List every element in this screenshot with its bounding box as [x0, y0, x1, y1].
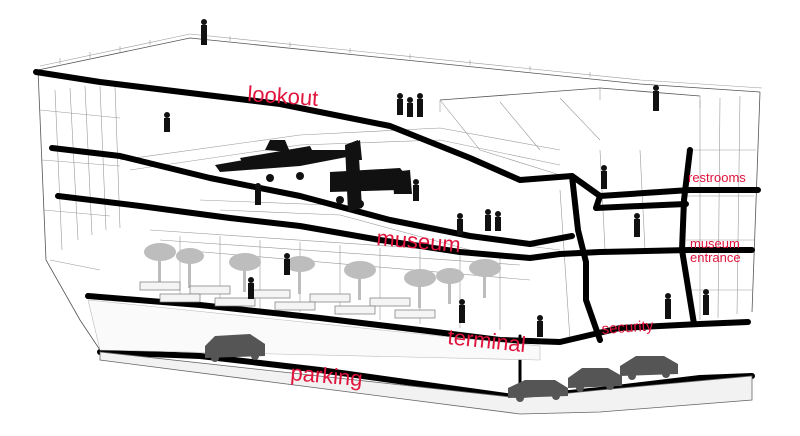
parking-slab: [97, 349, 755, 401]
person-icon: [495, 211, 501, 231]
people: [164, 19, 709, 337]
palm-tree-icon: [176, 248, 204, 288]
palm-tree-icon: [436, 268, 464, 304]
label-security: security: [601, 317, 654, 338]
terminal-slab: [85, 293, 751, 345]
person-icon: [459, 299, 465, 323]
palm-tree-icon: [344, 261, 376, 300]
car-icon: [508, 380, 568, 402]
person-icon: [457, 213, 463, 235]
floor-labels: lookout museum terminal parking restroom…: [247, 81, 747, 391]
security-column-left: [569, 173, 603, 343]
security-column-right: [679, 147, 697, 327]
museum-slab: [55, 193, 755, 261]
label-museum-entrance-line2: entrance: [690, 250, 741, 265]
terminal-floor-zone: [87, 299, 541, 361]
atrium-lines: [119, 97, 646, 341]
person-icon: [417, 93, 423, 117]
palm-trees: [144, 243, 501, 308]
person-icon: [284, 253, 290, 275]
person-icon: [248, 277, 254, 299]
lookout-slab: [49, 145, 575, 247]
roof-slab: [33, 69, 761, 199]
right-facade: [686, 91, 761, 320]
palm-tree-icon: [469, 259, 501, 298]
person-icon: [601, 165, 607, 189]
car-icon: [205, 334, 265, 362]
person-icon: [201, 19, 207, 45]
left-facade: [37, 69, 121, 351]
seating-rows: [139, 281, 436, 319]
palm-tree-icon: [404, 269, 436, 308]
cars: [205, 334, 678, 402]
person-icon: [653, 85, 659, 111]
person-icon: [537, 315, 543, 337]
label-parking: parking: [290, 360, 364, 391]
palm-tree-icon: [144, 243, 176, 285]
person-icon: [397, 93, 403, 115]
car-icon: [620, 356, 678, 380]
person-icon: [703, 289, 709, 315]
monoplane-icon: [330, 140, 412, 212]
person-icon: [164, 112, 170, 132]
person-icon: [255, 183, 261, 205]
person-icon: [413, 179, 419, 201]
label-restrooms: restrooms: [688, 170, 746, 185]
person-icon: [634, 213, 640, 237]
palm-tree-icon: [229, 253, 261, 292]
palm-tree-icon: [285, 256, 315, 294]
person-icon: [485, 209, 491, 231]
car-icon: [568, 368, 622, 392]
label-lookout: lookout: [247, 81, 320, 111]
label-museum-entrance-line1: museum: [690, 236, 740, 251]
person-icon: [665, 293, 671, 319]
roof-outline: [37, 33, 763, 112]
restroom-ledge: [593, 193, 689, 211]
person-icon: [407, 97, 413, 117]
